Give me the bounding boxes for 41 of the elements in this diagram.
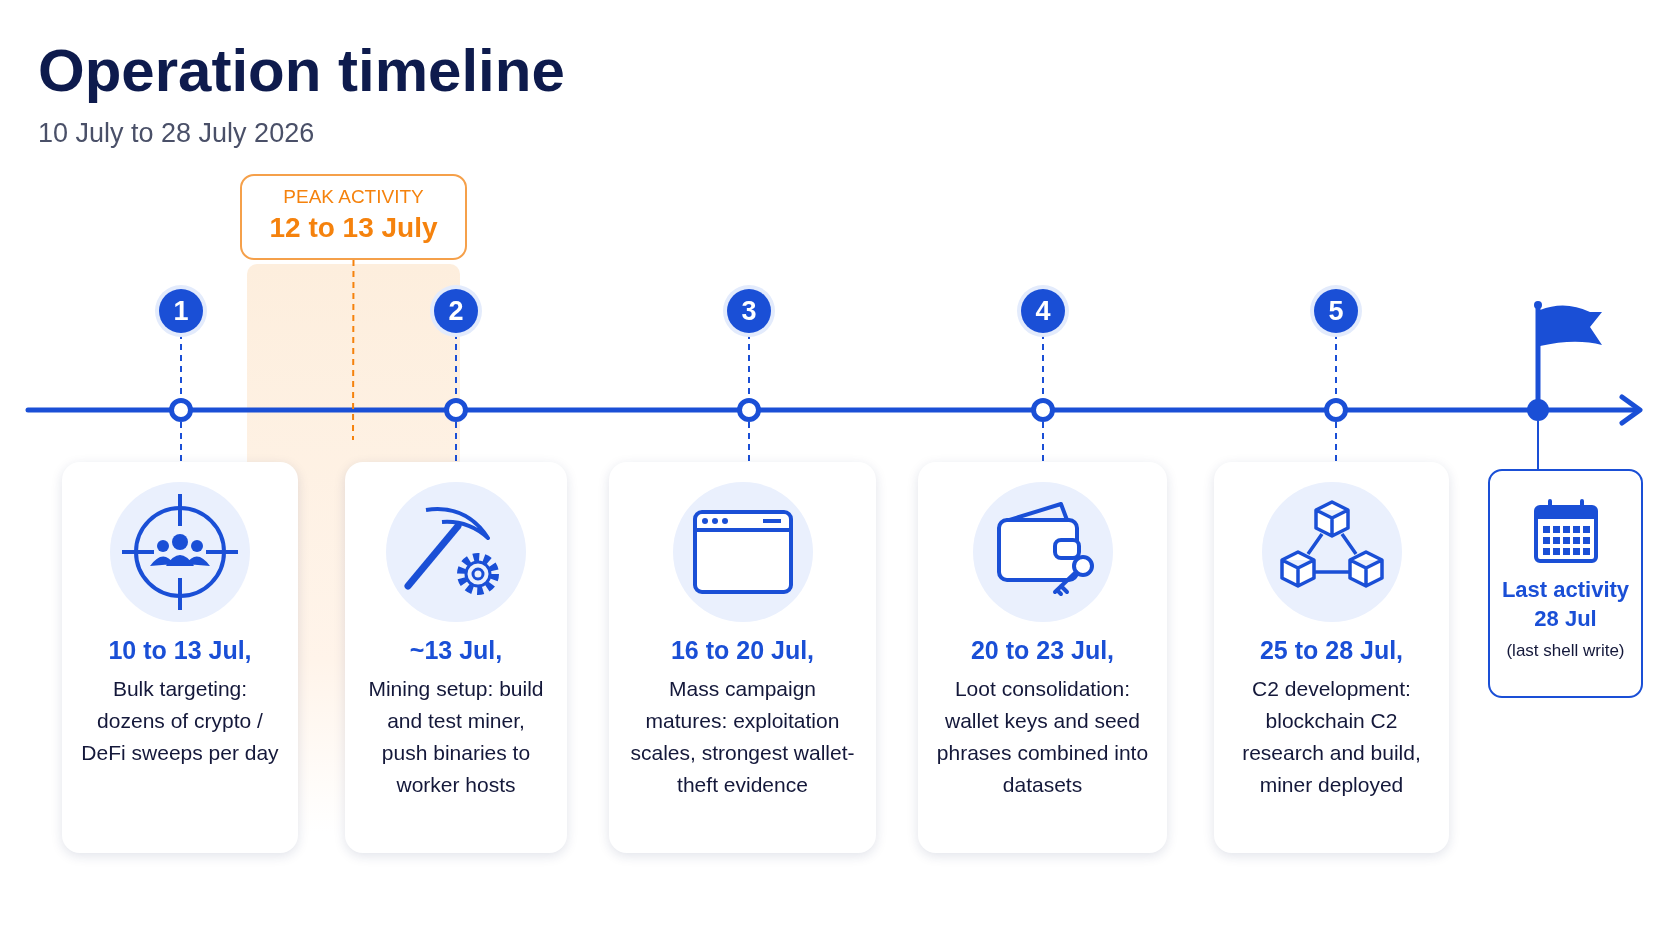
- milestone-description: Mass campaign matures: exploitation scales, strongest wallet-theft evidence: [629, 676, 856, 798]
- milestone-description: Loot consolidation: wallet keys and seed phrases combined into datasets: [935, 676, 1150, 798]
- milestone-description: Bulk targeting: dozens of crypto / DeFi sweeps per day: [80, 676, 280, 766]
- timeline-marker: [444, 398, 468, 422]
- milestone-description: C2 development: blockchain C2 research and build, miner deployed: [1241, 676, 1422, 798]
- dashed-connector: [1335, 421, 1337, 463]
- final-note: (last shell write): [1506, 641, 1625, 661]
- timeline-marker: [169, 398, 193, 422]
- connector-line: [1537, 420, 1539, 470]
- milestone-card: [62, 462, 298, 853]
- callout-heading: PEAK ACTIVITY: [282, 186, 425, 208]
- final-date: Last activity 28 Jul: [1500, 576, 1631, 633]
- step-number-badge: 2: [434, 289, 478, 333]
- callout-date: 12 to 13 July: [268, 212, 439, 244]
- milestone-card: [918, 462, 1167, 853]
- dashed-connector: [1042, 421, 1044, 463]
- milestone-date: ~13 Jul,: [409, 636, 503, 665]
- step-number-badge: 1: [159, 289, 203, 333]
- end-marker: [1527, 399, 1549, 421]
- milestone-card: [609, 462, 876, 853]
- subtitle: 10 July to 28 July 2026: [38, 118, 315, 149]
- dashed-connector: [455, 421, 457, 463]
- dashed-connector: [180, 421, 182, 463]
- timeline-marker: [1031, 398, 1055, 422]
- milestone-date: 25 to 28 Jul,: [1259, 636, 1404, 665]
- dashed-connector: [352, 259, 355, 441]
- milestone-date: 16 to 20 Jul,: [670, 636, 815, 665]
- timeline-marker: [1324, 398, 1348, 422]
- milestone-date: 10 to 13 Jul,: [108, 636, 252, 665]
- milestone-description: Mining setup: build and test miner, push binaries to worker hosts: [367, 676, 545, 798]
- timeline-marker: [737, 398, 761, 422]
- milestone-card: [345, 462, 567, 853]
- step-number-badge: 4: [1021, 289, 1065, 333]
- peak-callout: [240, 174, 467, 260]
- title: Operation timeline: [38, 36, 565, 105]
- step-number-badge: 5: [1314, 289, 1358, 333]
- dashed-connector: [748, 421, 750, 463]
- milestone-card: [1214, 462, 1449, 853]
- final-card: [1488, 469, 1643, 698]
- milestone-date: 20 to 23 Jul,: [970, 636, 1115, 665]
- step-number-badge: 3: [727, 289, 771, 333]
